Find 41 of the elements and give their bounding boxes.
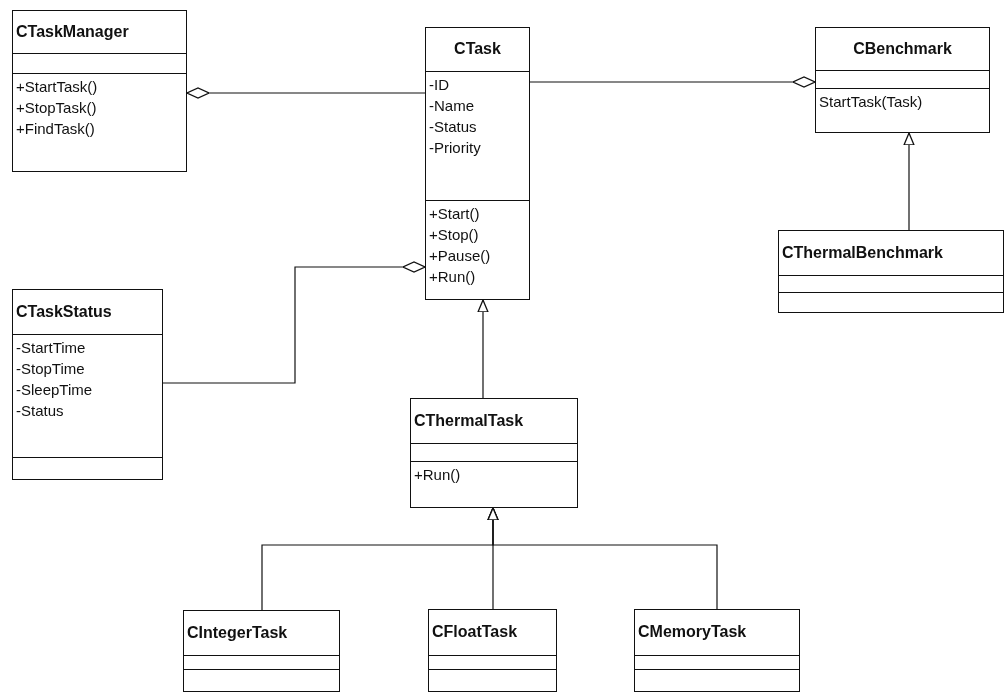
class-name: CThermalTask: [414, 412, 524, 431]
class-name: CFloatTask: [432, 623, 518, 642]
member-text: +Pause(): [429, 245, 491, 266]
member-text: +Stop(): [429, 224, 479, 245]
class-name: CBenchmark: [853, 40, 952, 59]
member-text: -ID: [429, 74, 449, 95]
class-box: [815, 27, 990, 133]
class-name: CTask: [454, 40, 501, 59]
member-text: -Status: [16, 400, 64, 421]
member-text: -StartTime: [16, 337, 86, 358]
class-name: CTaskManager: [16, 23, 129, 42]
class-box: [778, 230, 1004, 313]
inheritance-arrow: [903, 132, 915, 231]
class-name: CIntegerTask: [187, 623, 288, 642]
class-name: CMemoryTask: [638, 623, 747, 642]
inheritance-arrow: [477, 299, 489, 399]
member-text: -SleepTime: [16, 379, 93, 400]
aggregation-connector: [529, 76, 816, 88]
member-text: +FindTask(): [16, 119, 95, 140]
member-text: -Priority: [429, 137, 481, 158]
member-text: +Run(): [414, 464, 461, 485]
inheritance-arrow: [487, 507, 718, 610]
class-box: [428, 609, 557, 692]
aggregation-connector: [162, 261, 426, 384]
class-name: CThermalBenchmark: [782, 243, 943, 262]
member-text: -Status: [429, 116, 477, 137]
class-box: [12, 289, 163, 480]
class-box: [634, 609, 800, 692]
member-text: +StartTask(): [16, 77, 98, 98]
class-box: [410, 398, 578, 508]
class-box: [183, 610, 340, 692]
class-name: CTaskStatus: [16, 302, 112, 321]
member-text: -StopTime: [16, 358, 85, 379]
member-text: +Run(): [429, 266, 476, 287]
member-text: StartTask(Task): [819, 91, 923, 112]
member-text: +StopTask(): [16, 98, 97, 119]
class-box: [425, 27, 530, 300]
member-text: -Name: [429, 95, 474, 116]
member-text: +Start(): [429, 203, 480, 224]
aggregation-connector: [186, 87, 426, 99]
class-box: [12, 10, 187, 172]
